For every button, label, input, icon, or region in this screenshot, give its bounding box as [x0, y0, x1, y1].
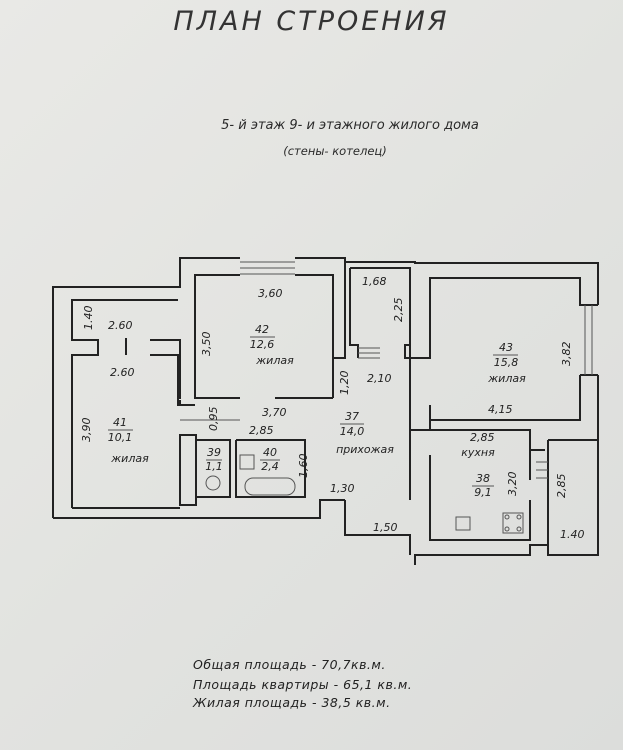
svg-text:жилая: жилая [110, 452, 149, 465]
svg-text:2.60: 2.60 [108, 319, 133, 332]
plan-title: ПЛАН СТРОЕНИЯ [173, 6, 450, 37]
svg-text:1.40: 1.40 [560, 528, 585, 541]
svg-text:2,4: 2,4 [261, 460, 279, 473]
svg-text:1,1: 1,1 [205, 460, 223, 473]
svg-text:2,25: 2,25 [392, 298, 405, 323]
svg-text:3,50: 3,50 [200, 332, 213, 357]
svg-text:42: 42 [255, 323, 269, 336]
toilet-icon [205, 475, 221, 491]
svg-text:1,30: 1,30 [330, 482, 355, 495]
walls [52, 257, 599, 565]
room-37: 37 14,0 прихожая [336, 410, 394, 456]
svg-text:38: 38 [476, 472, 490, 485]
svg-text:1.40: 1.40 [82, 306, 95, 331]
room-39: 39 1,1 [205, 446, 223, 473]
svg-text:3,60: 3,60 [258, 287, 283, 300]
svg-text:2,10: 2,10 [367, 372, 392, 385]
svg-text:39: 39 [207, 446, 221, 459]
svg-text:жилая: жилая [487, 372, 526, 385]
svg-text:2,85: 2,85 [555, 474, 568, 499]
svg-text:прихожая: прихожая [336, 443, 394, 456]
svg-text:14,0: 14,0 [340, 425, 365, 438]
room-38: кухня 38 9,1 [461, 446, 495, 499]
svg-text:жилая: жилая [255, 354, 294, 367]
svg-text:2,85: 2,85 [470, 431, 495, 444]
living-area: Жилая площадь - 38,5 кв.м. [193, 695, 391, 710]
wall-material-note: (стены- котелец) [283, 144, 387, 158]
total-area: Общая площадь - 70,7кв.м. [193, 657, 386, 672]
svg-text:10,1: 10,1 [108, 431, 133, 444]
svg-text:1,68: 1,68 [362, 275, 387, 288]
svg-text:15,8: 15,8 [494, 356, 519, 369]
svg-text:37: 37 [345, 410, 359, 423]
room-41: 41 10,1 жилая [108, 416, 149, 465]
svg-text:3,82: 3,82 [560, 342, 573, 367]
svg-text:2,85: 2,85 [249, 424, 274, 437]
svg-text:0,95: 0,95 [207, 407, 220, 432]
svg-text:9,1: 9,1 [474, 486, 492, 499]
svg-text:3,70: 3,70 [262, 406, 287, 419]
svg-text:3,20: 3,20 [506, 472, 519, 497]
svg-text:40: 40 [263, 446, 277, 459]
svg-text:41: 41 [113, 416, 127, 429]
svg-text:1,20: 1,20 [338, 371, 351, 396]
stove-icon [502, 512, 524, 534]
sink-icon [455, 516, 471, 531]
room-42: 42 12,6 жилая [250, 323, 294, 367]
svg-text:кухня: кухня [461, 446, 495, 459]
apartment-area: Площадь квартиры - 65,1 кв.м. [193, 677, 413, 692]
room-43: 43 15,8 жилая [487, 341, 526, 385]
boiler-icon [239, 454, 255, 470]
bathtub-icon [244, 477, 296, 496]
svg-text:2.60: 2.60 [110, 366, 135, 379]
fixtures [205, 454, 524, 534]
svg-text:1,50: 1,50 [373, 521, 398, 534]
svg-text:12,6: 12,6 [250, 338, 275, 351]
svg-text:43: 43 [499, 341, 513, 354]
svg-text:1,60: 1,60 [297, 454, 310, 479]
floor-subtitle: 5- й этаж 9- и этажного жилого дома [221, 118, 479, 133]
svg-text:3,90: 3,90 [80, 418, 93, 443]
room-40: 40 2,4 [260, 446, 280, 473]
svg-text:4,15: 4,15 [488, 403, 513, 416]
dimension-labels: 1.40 2.60 2.60 3,90 3,60 3,50 0,95 3,70 … [80, 275, 585, 541]
